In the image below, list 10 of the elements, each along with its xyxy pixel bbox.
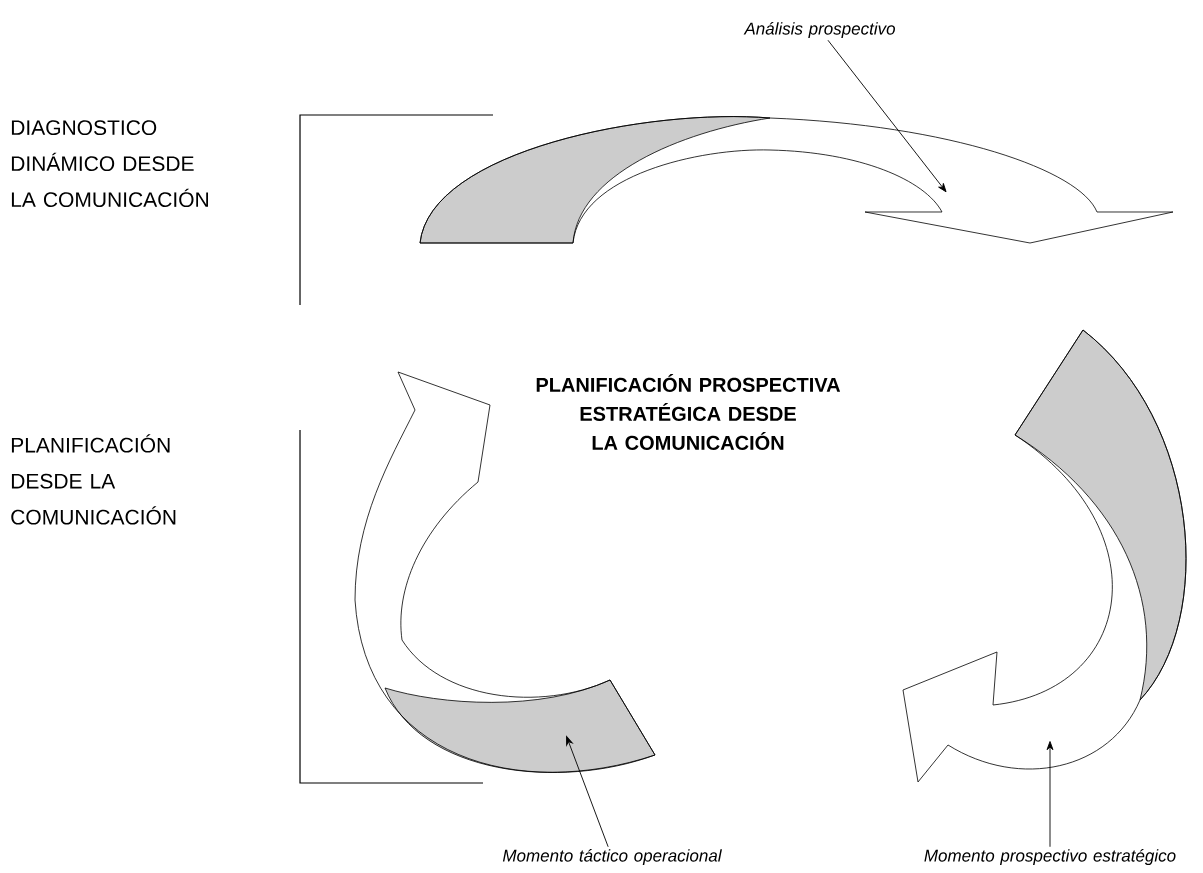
curved-block-arrow	[902, 329, 1187, 783]
leader-arrow	[827, 39, 947, 193]
title: PLANIFICACIÓN PROSPECTIVA ESTRATÉGICA DESDE LA COMUNICACIÓN	[536, 374, 841, 450]
leader-arrow	[1046, 741, 1054, 848]
label-text: Momento táctico operacional	[502, 849, 722, 865]
label-text: DIAGNOSTICO DINÁMICO DESDE LA COMUNICACIÓN	[11, 120, 208, 208]
leader-arrow	[566, 735, 609, 848]
label-text: Análisis prospectivo	[743, 22, 895, 38]
label-text: Momento prospectivo estratégico	[924, 849, 1176, 865]
label-text: PLANIFICACIÓN DESDE LA COMUNICACIÓN	[11, 434, 176, 525]
